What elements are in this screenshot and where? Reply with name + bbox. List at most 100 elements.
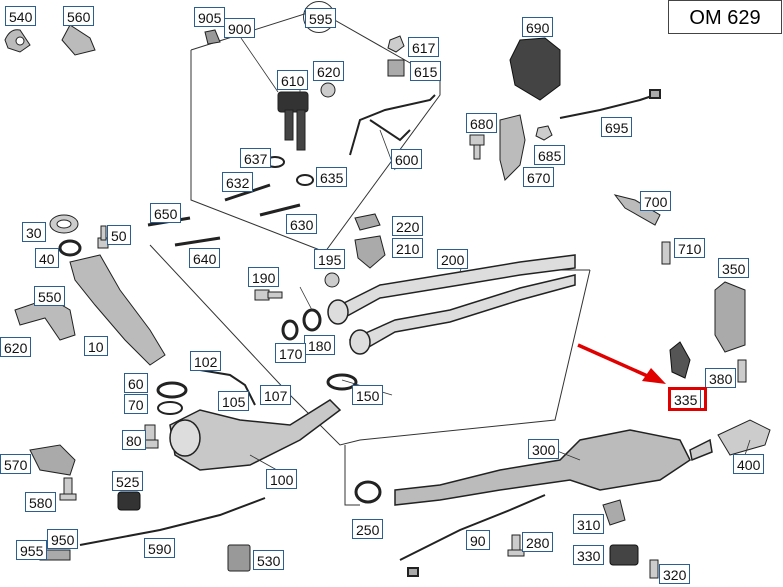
part-100-particulate-filter-icon bbox=[169, 399, 342, 471]
part-label-610[interactable]: 610 bbox=[277, 70, 309, 90]
part-label-320[interactable]: 320 bbox=[659, 564, 691, 584]
part-label-525[interactable]: 525 bbox=[112, 471, 144, 491]
part-330-hanger-icon bbox=[609, 544, 639, 566]
part-670-bracket-icon bbox=[499, 114, 526, 181]
part-label-60[interactable]: 60 bbox=[124, 373, 148, 393]
part-680-bolt-icon bbox=[469, 134, 485, 160]
part-label-685[interactable]: 685 bbox=[534, 145, 566, 165]
part-250-clamp-icon bbox=[354, 480, 382, 504]
part-label-635[interactable]: 635 bbox=[316, 167, 348, 187]
part-632-hose-icon bbox=[224, 183, 301, 217]
part-190-bolt-icon bbox=[254, 289, 283, 301]
part-150-clamp-icon bbox=[326, 373, 358, 391]
part-580-bolt-icon bbox=[59, 477, 77, 501]
part-200-pipe-icon bbox=[327, 254, 576, 355]
part-label-210[interactable]: 210 bbox=[392, 238, 424, 258]
part-label-195[interactable]: 195 bbox=[314, 249, 346, 269]
part-label-950[interactable]: 950 bbox=[47, 529, 79, 549]
part-label-637[interactable]: 637 bbox=[240, 148, 272, 168]
part-label-560[interactable]: 560 bbox=[63, 6, 95, 26]
part-label-70[interactable]: 70 bbox=[124, 394, 148, 414]
part-label-640[interactable]: 640 bbox=[189, 248, 221, 268]
part-905-clip-icon bbox=[204, 29, 221, 45]
part-label-90[interactable]: 90 bbox=[466, 530, 490, 550]
part-label-550[interactable]: 550 bbox=[34, 286, 66, 306]
part-label-670[interactable]: 670 bbox=[523, 167, 555, 187]
part-label-380[interactable]: 380 bbox=[705, 368, 737, 388]
part-label-50[interactable]: 50 bbox=[107, 225, 131, 245]
part-540-bracket-icon bbox=[4, 29, 31, 53]
part-label-100[interactable]: 100 bbox=[266, 469, 298, 489]
part-label-310[interactable]: 310 bbox=[573, 514, 605, 534]
part-label-580[interactable]: 580 bbox=[25, 492, 57, 512]
engine-model-code: OM 629 bbox=[668, 0, 782, 34]
part-label-150[interactable]: 150 bbox=[352, 385, 384, 405]
part-620-nut-icon bbox=[320, 82, 336, 98]
part-label-400[interactable]: 400 bbox=[733, 454, 765, 474]
part-label-330[interactable]: 330 bbox=[573, 545, 605, 565]
part-label-190[interactable]: 190 bbox=[248, 267, 280, 287]
part-label-30[interactable]: 30 bbox=[22, 222, 46, 242]
part-637-clamp-icon bbox=[265, 156, 314, 186]
part-695-sensor-icon bbox=[559, 89, 661, 119]
part-label-955[interactable]: 955 bbox=[16, 540, 48, 560]
part-label-590[interactable]: 590 bbox=[144, 538, 176, 558]
part-label-617[interactable]: 617 bbox=[408, 37, 440, 57]
part-label-170[interactable]: 170 bbox=[275, 343, 307, 363]
part-label-700[interactable]: 700 bbox=[640, 191, 672, 211]
part-label-710[interactable]: 710 bbox=[674, 238, 706, 258]
part-210-bracket-icon bbox=[354, 235, 386, 269]
part-label-615[interactable]: 615 bbox=[410, 61, 442, 81]
part-label-80[interactable]: 80 bbox=[122, 430, 146, 450]
part-30-gasket-icon bbox=[49, 214, 79, 234]
part-710-bolt-icon bbox=[661, 241, 671, 265]
part-label-680[interactable]: 680 bbox=[466, 113, 498, 133]
part-310-bracket-icon bbox=[602, 499, 626, 526]
part-570-bracket-icon bbox=[29, 444, 76, 476]
part-220-bracket-icon bbox=[354, 213, 381, 231]
part-label-595[interactable]: 595 bbox=[305, 8, 337, 28]
part-label-530[interactable]: 530 bbox=[253, 550, 285, 570]
part-610-sensor-icon bbox=[277, 91, 309, 151]
part-label-900[interactable]: 900 bbox=[224, 18, 256, 38]
part-380-bolt-icon bbox=[737, 359, 747, 383]
part-195-nut-icon bbox=[324, 272, 340, 288]
part-590-wire-icon bbox=[79, 497, 266, 546]
part-530-clip-icon bbox=[227, 544, 251, 572]
part-label-10[interactable]: 10 bbox=[84, 336, 108, 356]
part-label-632[interactable]: 632 bbox=[222, 172, 254, 192]
part-label-570[interactable]: 570 bbox=[0, 454, 32, 474]
highlight-box-335 bbox=[668, 387, 707, 411]
part-label-620[interactable]: 620 bbox=[313, 61, 345, 81]
part-label-40[interactable]: 40 bbox=[35, 248, 59, 268]
part-70-ring-icon bbox=[157, 401, 183, 415]
part-label-600[interactable]: 600 bbox=[391, 149, 423, 169]
part-label-300[interactable]: 300 bbox=[528, 439, 560, 459]
part-label-620[interactable]: 620 bbox=[0, 337, 32, 357]
red-arrow bbox=[577, 343, 666, 384]
part-10-catalyst-icon bbox=[69, 254, 166, 366]
part-label-102[interactable]: 102 bbox=[190, 351, 222, 371]
part-615-clip-icon bbox=[387, 59, 405, 77]
part-40-ring-icon bbox=[58, 239, 82, 257]
part-label-630[interactable]: 630 bbox=[286, 214, 318, 234]
part-label-250[interactable]: 250 bbox=[352, 519, 384, 539]
part-102-tube-icon bbox=[199, 369, 256, 406]
part-label-105[interactable]: 105 bbox=[218, 391, 250, 411]
part-label-905[interactable]: 905 bbox=[194, 7, 226, 27]
part-label-280[interactable]: 280 bbox=[522, 532, 554, 552]
part-label-180[interactable]: 180 bbox=[304, 335, 336, 355]
part-690-module-icon bbox=[509, 37, 561, 101]
part-400-tailpipe-icon bbox=[717, 419, 771, 456]
part-label-650[interactable]: 650 bbox=[150, 203, 182, 223]
part-label-350[interactable]: 350 bbox=[718, 258, 750, 278]
part-60-gasket-icon bbox=[156, 381, 188, 399]
part-label-220[interactable]: 220 bbox=[392, 216, 424, 236]
part-label-200[interactable]: 200 bbox=[437, 249, 469, 269]
part-label-690[interactable]: 690 bbox=[522, 17, 554, 37]
part-label-695[interactable]: 695 bbox=[601, 117, 633, 137]
part-label-540[interactable]: 540 bbox=[5, 6, 37, 26]
part-350-bracket-icon bbox=[714, 281, 746, 353]
part-label-107[interactable]: 107 bbox=[260, 385, 292, 405]
